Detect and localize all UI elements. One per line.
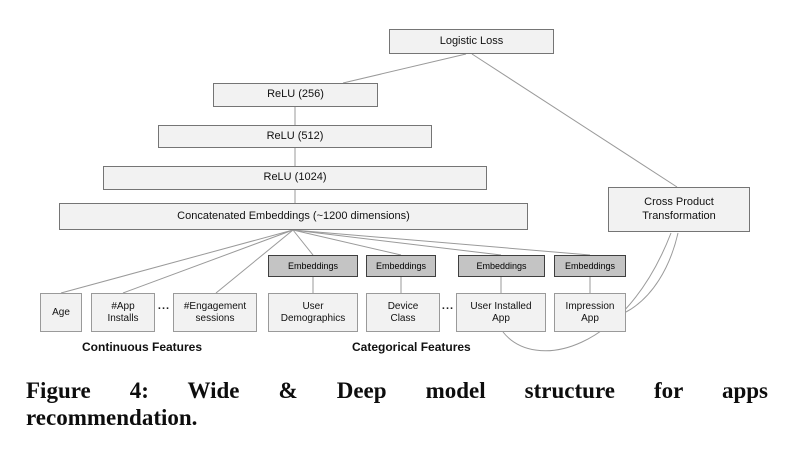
relu-1024-node: ReLU (1024): [103, 166, 487, 190]
edge-concat-emb3: [292, 229, 502, 256]
ellipsis-continuous: ...: [157, 300, 171, 312]
feature-node-app-installs: #App Installs: [91, 293, 155, 332]
embeddings-node-user-demographics: Embeddings: [268, 255, 358, 277]
embeddings-node-user-installed-app: Embeddings: [458, 255, 545, 277]
embeddings-node-impression-app: Embeddings: [554, 255, 626, 277]
edge-concat-emb1: [292, 229, 314, 256]
feature-node-impression-app: Impression App: [554, 293, 626, 332]
continuous-features-label: Continuous Features: [82, 340, 203, 354]
feature-node-engagement-sessions: #Engagement sessions: [173, 293, 257, 332]
figure-caption-line2: recommendation.: [26, 405, 198, 430]
feature-node-age: Age: [40, 293, 82, 332]
edge-concat-emb2: [292, 229, 402, 256]
edge-userinstalled-crossproduct-curve: [502, 232, 672, 352]
figure-caption-line1: Figure 4: Wide & Deep model structure fo…: [26, 378, 768, 403]
ellipsis-categorical: ...: [441, 300, 455, 312]
concatenated-embeddings-node: Concatenated Embeddings (~1200 dimension…: [59, 203, 528, 230]
relu-512-node: ReLU (512): [158, 125, 432, 148]
feature-node-user-demographics: User Demographics: [268, 293, 358, 332]
edge-loss-to-relu256: [342, 53, 467, 84]
feature-node-device-class: Device Class: [366, 293, 440, 332]
cross-product-transformation-node: Cross Product Transformation: [608, 187, 750, 232]
edge-impression-crossproduct-curve: [625, 232, 679, 313]
edge-concat-emb4: [292, 229, 591, 256]
edge-loss-to-crossproduct: [471, 53, 678, 188]
relu-256-node: ReLU (256): [213, 83, 378, 107]
edge-concat-appinstalls: [122, 229, 294, 294]
figure-caption: Figure 4: Wide & Deep model structure fo…: [26, 377, 768, 431]
embeddings-node-device-class: Embeddings: [366, 255, 436, 277]
logistic-loss-node: Logistic Loss: [389, 29, 554, 54]
edge-concat-engagement: [215, 229, 294, 294]
categorical-features-label: Categorical Features: [352, 340, 471, 354]
edge-concat-age: [60, 229, 294, 294]
feature-node-user-installed-app: User Installed App: [456, 293, 546, 332]
